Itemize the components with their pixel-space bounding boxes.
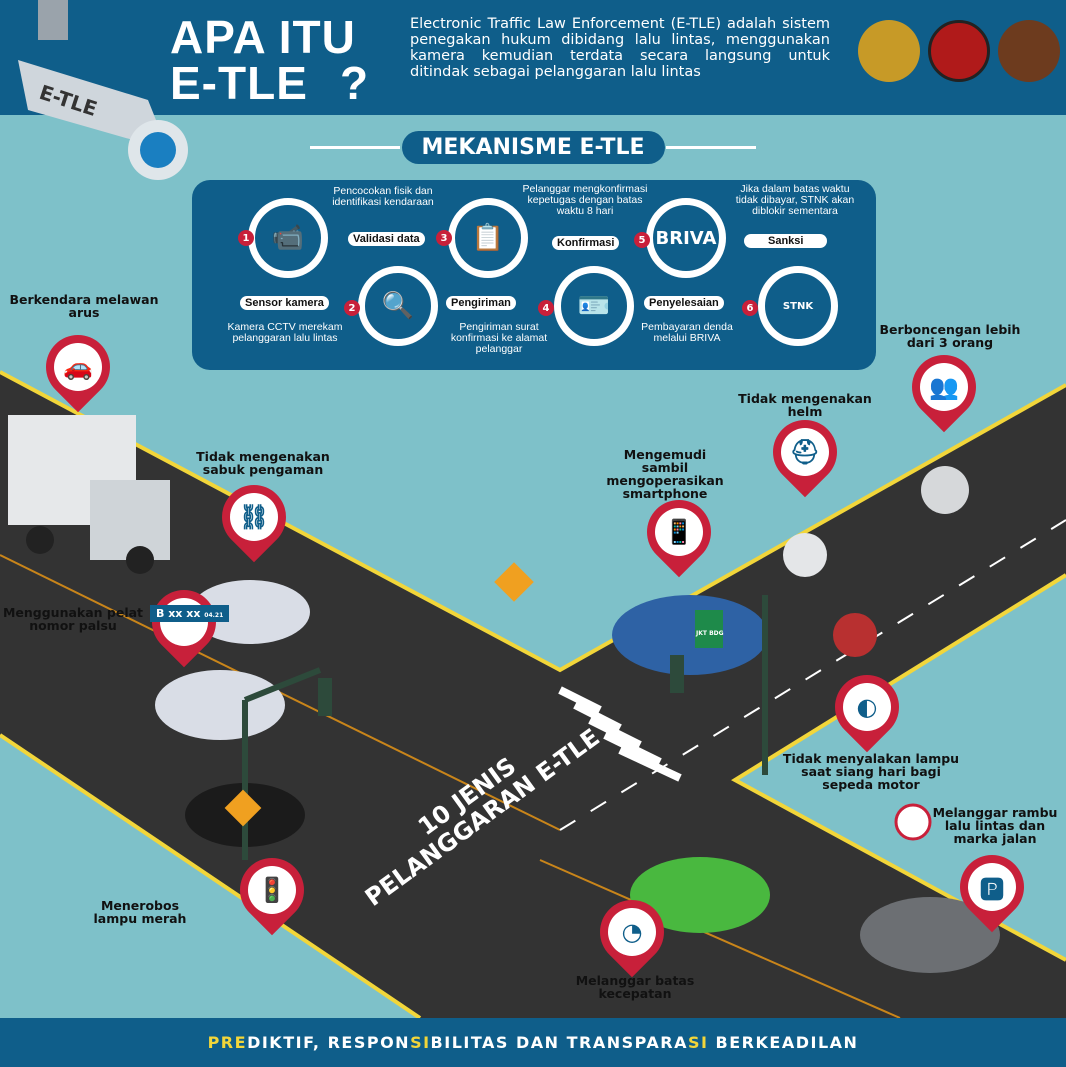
no-parking-sign [894, 803, 932, 841]
step-label: Pengiriman [446, 296, 516, 310]
step-number: 1 [238, 230, 254, 246]
road-sign-text: JKT BDG [696, 630, 724, 637]
plate-text: B xx xx [156, 607, 201, 620]
divider [666, 146, 756, 149]
pedestrian-sign [494, 562, 534, 602]
violation-label: Melanggar batas kecepatan [575, 973, 695, 1001]
mechanism-header: MEKANISME E-TLE [310, 130, 756, 164]
cctv-camera-icon: E-TLE [18, 0, 188, 180]
car-blue [612, 595, 768, 675]
helmet-icon: ⛑ [781, 428, 829, 476]
title-line1: APA ITU [170, 11, 356, 63]
step-label: Validasi data [348, 232, 425, 246]
step-text: Kamera CCTV merekam pelanggaran lalu lin… [227, 321, 343, 344]
speedometer-icon: ◔ [608, 908, 656, 956]
mechanism-title: MEKANISME E-TLE [401, 130, 665, 164]
no-parking-icon: 🅿 [968, 863, 1016, 911]
slogan-part: SI [410, 1033, 431, 1052]
traffic-police-emblem-icon [928, 20, 990, 82]
page-title: APA ITU E-TLE ? [170, 11, 368, 109]
violation-label: Tidak mengenakan sabuk pengaman [196, 449, 330, 477]
slogan-part: DIKTIF, RESPON [247, 1033, 411, 1052]
step-number: 3 [436, 230, 452, 246]
violation-label: Tidak menyalakan lampu saat siang hari b… [782, 751, 960, 792]
violation-label: Berkendara melawan arus [9, 292, 159, 320]
cars-collision-icon: 🚗 [54, 343, 102, 391]
step-2-ring: 🔍 [358, 266, 438, 346]
violation-label: Berboncengan lebih dari 3 orang [879, 322, 1021, 350]
step-6-ring: STNK [758, 266, 838, 346]
violation-label: Melanggar rambu lalu lintas dan marka ja… [932, 805, 1058, 846]
step-3-ring: 📋 [448, 198, 528, 278]
violation-label: Menggunakan pelat nomor palsu [2, 605, 144, 633]
step-text: Pengiriman surat konfirmasi ke alamat pe… [450, 321, 548, 355]
car-grey [860, 897, 1000, 973]
crosswalk [558, 686, 682, 782]
car-silver [155, 580, 310, 740]
step-label: Konfirmasi [552, 236, 620, 250]
document-icon: 📋 [471, 223, 505, 253]
title-line2: E-TLE [170, 57, 308, 109]
step-number: 6 [742, 300, 758, 316]
header: APA ITU E-TLE ? Electronic Traffic Law E… [0, 0, 1066, 115]
camera-icon: 📹 [271, 223, 305, 253]
traffic-light-poles [242, 595, 768, 860]
people-icon: 👥 [920, 363, 968, 411]
violation-label: Tidak mengenakan helm [738, 391, 872, 419]
plate-sub: 04.21 [204, 612, 224, 619]
step-4-ring: 🪪 [554, 266, 634, 346]
id-card-icon: 🪪 [577, 291, 611, 321]
slogan-part: SI [688, 1033, 709, 1052]
motorcycles [783, 466, 969, 657]
logos [858, 20, 1060, 82]
slogan-part: BERKEADILAN [708, 1033, 859, 1052]
headlight-icon: ◐ [843, 683, 891, 731]
step-label: Sanksi [744, 234, 828, 248]
step-text: Pelanggar mengkonfirmasi kepetugas denga… [522, 183, 648, 217]
traffic-light [318, 678, 332, 716]
car-green [630, 857, 770, 933]
traffic-light [670, 655, 684, 693]
step-text: Pembayaran denda melalui BRIVA [641, 321, 733, 344]
divider [310, 146, 400, 149]
violation-label: Mengemudi sambil mengoperasikan smartpho… [606, 447, 724, 501]
police-emblem-icon [858, 20, 920, 82]
license-plate: B xx xx 04.21 [150, 605, 230, 622]
step-label: Penyelesaian [644, 296, 724, 310]
description: Electronic Traffic Law Enforcement (E-TL… [410, 16, 830, 80]
step-number: 4 [538, 300, 554, 316]
search-user-icon: 🔍 [381, 291, 415, 321]
police-mascot-icon [998, 20, 1060, 82]
seatbelt-icon: ⛓ [230, 493, 278, 541]
step-text: Pencocokan fisik dan identifikasi kendar… [332, 185, 434, 208]
stnk-blocked-icon: STNK [782, 300, 814, 312]
step-5-ring: BRIVA [646, 198, 726, 278]
pedestrian-sign [224, 789, 262, 827]
smartphone-icon: 📱 [655, 508, 703, 556]
title-question-mark: ? [340, 57, 370, 109]
step-number: 2 [344, 300, 360, 316]
step-number: 5 [634, 232, 650, 248]
step-text: Jika dalam batas waktu tidak dibayar, ST… [735, 183, 855, 217]
slogan-part: PRE [207, 1033, 248, 1052]
mechanism-panel: 📹 1 Sensor kamera Kamera CCTV merekam pe… [192, 180, 876, 370]
truck [8, 415, 170, 574]
traffic-light-icon: 🚦 [248, 866, 296, 914]
briva-text: BRIVA [655, 227, 717, 249]
step-1-ring: 📹 [248, 198, 328, 278]
slogan-part: BILITAS DAN TRANSPARA [430, 1033, 688, 1052]
step-label: Sensor kamera [240, 296, 329, 310]
violation-label: Menerobos lampu merah [93, 898, 187, 926]
